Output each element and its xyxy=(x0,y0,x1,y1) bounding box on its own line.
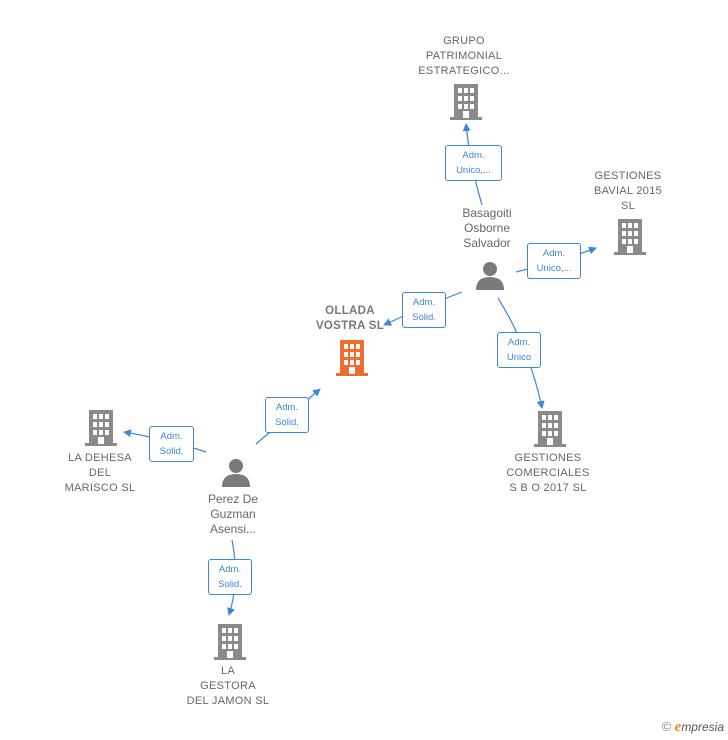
relation-line: Solid. xyxy=(412,312,436,323)
company-name-line: LA DEHESA xyxy=(68,452,132,464)
person-name-line: Perez De xyxy=(207,492,259,506)
relation-line: Adm. xyxy=(542,248,566,259)
company-name-grupo-patrimonial[interactable]: GRUPO PATRIMONIAL ESTRATEGICO... xyxy=(404,34,524,79)
company-name-line: ESTRATEGICO... xyxy=(418,65,510,77)
building-icon[interactable] xyxy=(214,624,246,660)
relation-label-bavial[interactable]: Adm. Unico,... xyxy=(527,243,581,279)
person-name-basagoiti[interactable]: Basagoiti Osborne Salvador xyxy=(437,206,537,251)
company-name-la-gestora[interactable]: LA GESTORA DEL JAMON SL xyxy=(170,664,286,709)
building-icon[interactable] xyxy=(614,219,646,255)
relation-line: Adm. xyxy=(462,150,485,161)
company-name-line: S B O 2017 SL xyxy=(509,482,587,494)
relation-line: Unico,... xyxy=(456,165,491,176)
building-icon[interactable] xyxy=(85,410,117,446)
empresia-copyright[interactable]: © empresia xyxy=(662,719,724,736)
relation-label-grupo[interactable]: Adm. Unico,... xyxy=(445,145,502,181)
company-name-line: SL xyxy=(620,200,636,212)
relation-label-comerciales[interactable]: Adm. Unico xyxy=(497,332,541,368)
company-name-line: OLLADA xyxy=(325,305,375,317)
company-name-line: GESTIONES xyxy=(594,170,662,182)
empresia-logo-text: mpresia xyxy=(681,720,724,734)
relation-label-gestora[interactable]: Adm. Solid. xyxy=(208,559,252,595)
relation-line: Unico,... xyxy=(536,263,572,274)
person-name-line: Basagoiti xyxy=(462,206,512,220)
company-name-line: GESTORA xyxy=(200,680,256,692)
company-name-line: COMERCIALES xyxy=(506,467,590,479)
relation-label-main-basagoiti[interactable]: Adm. Solid. xyxy=(402,292,446,328)
company-name-line: VOSTRA SL xyxy=(315,320,385,332)
company-name-line: GRUPO xyxy=(443,35,485,47)
company-name-line: BAVIAL 2015 xyxy=(593,185,663,197)
building-icon[interactable] xyxy=(450,84,482,120)
company-name-gestiones-bavial[interactable]: GESTIONES BAVIAL 2015 SL xyxy=(578,169,678,214)
relation-label-dehesa[interactable]: Adm. Solid. xyxy=(149,426,194,462)
relation-line: Solid. xyxy=(159,446,184,457)
company-name-line: DEL JAMON SL xyxy=(186,695,270,707)
relation-line: Adm. xyxy=(275,402,299,413)
relation-label-main-perez[interactable]: Adm. Solid. xyxy=(265,397,309,433)
relation-line: Adm. xyxy=(160,431,183,442)
relation-line: Unico xyxy=(506,352,532,363)
person-name-line: Asensi... xyxy=(209,522,257,536)
person-name-perez[interactable]: Perez De Guzman Asensi... xyxy=(183,492,283,537)
person-name-line: Guzman xyxy=(210,507,256,521)
relation-line: Adm. xyxy=(218,564,242,575)
company-name-line: PATRIMONIAL xyxy=(425,50,503,62)
relation-line: Solid. xyxy=(275,417,299,428)
company-name-ollada-vostra[interactable]: OLLADA VOSTRA SL xyxy=(290,304,410,334)
person-icon[interactable] xyxy=(475,260,505,290)
relation-line: Adm. xyxy=(507,337,531,348)
person-name-line: Salvador xyxy=(463,236,511,250)
building-icon[interactable] xyxy=(336,340,368,376)
company-name-line: LA xyxy=(220,665,236,677)
copyright-symbol: © xyxy=(661,719,672,734)
company-name-la-dehesa[interactable]: LA DEHESA DEL MARISCO SL xyxy=(48,451,152,496)
relation-line: Adm. xyxy=(412,297,436,308)
person-icon[interactable] xyxy=(221,457,251,487)
building-icon[interactable] xyxy=(534,411,566,447)
company-name-line: GESTIONES xyxy=(514,452,582,464)
empresia-logo-initial: e xyxy=(674,719,682,735)
relation-line: Solid. xyxy=(218,579,242,590)
company-name-line: DEL xyxy=(88,467,112,479)
person-name-line: Osborne xyxy=(463,221,511,235)
company-name-line: MARISCO SL xyxy=(64,482,136,494)
company-name-gestiones-comerciales[interactable]: GESTIONES COMERCIALES S B O 2017 SL xyxy=(488,451,608,496)
